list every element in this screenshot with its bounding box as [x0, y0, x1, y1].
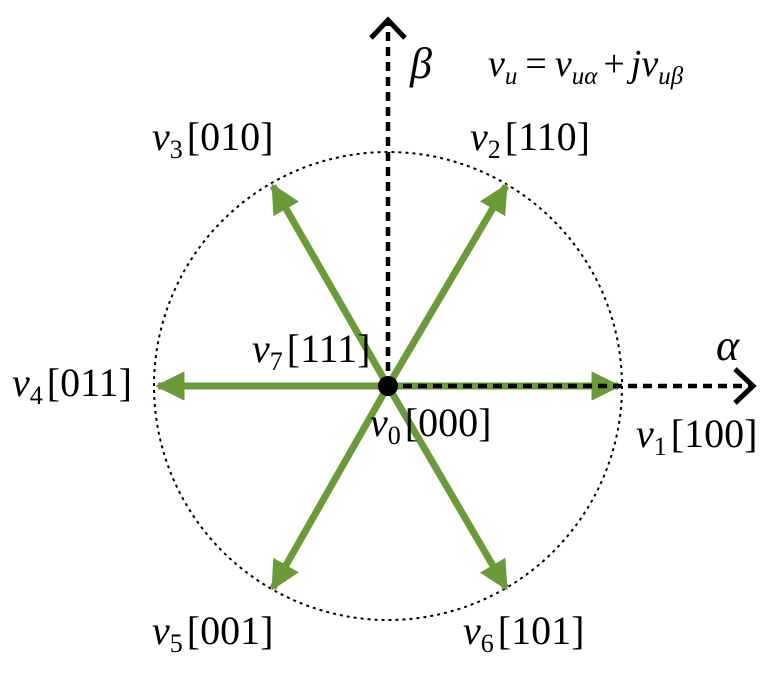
vector-v3-arrow: [269, 183, 392, 388]
vector-v2-label: v2[110]: [470, 114, 590, 164]
vector-v0-label: v0[000]: [370, 400, 491, 450]
vector-v5-label: v5[001]: [152, 608, 273, 658]
vector-v5-arrow: [269, 384, 392, 591]
vector-v1-label: v1[100]: [636, 411, 757, 461]
beta-axis-arrowhead-icon: [369, 16, 407, 40]
alpha-axis-label: α: [716, 321, 740, 370]
vector-v4-label: v4[011]: [12, 360, 132, 410]
vector-v2-arrow: [384, 183, 510, 388]
vector-v3-label: v3[010]: [152, 114, 273, 164]
beta-axis-label: β: [409, 39, 432, 88]
vector-v6-label: v6[101]: [463, 608, 584, 658]
vector-v7-label: v7[111]: [252, 326, 370, 376]
active-vectors: [155, 183, 621, 591]
origin-dot: [378, 376, 398, 396]
space-vector-equation: vu=vuα+jvuβ: [488, 43, 684, 90]
alpha-axis-arrowhead-icon: [733, 367, 757, 405]
vector-v6-arrow: [384, 384, 510, 591]
